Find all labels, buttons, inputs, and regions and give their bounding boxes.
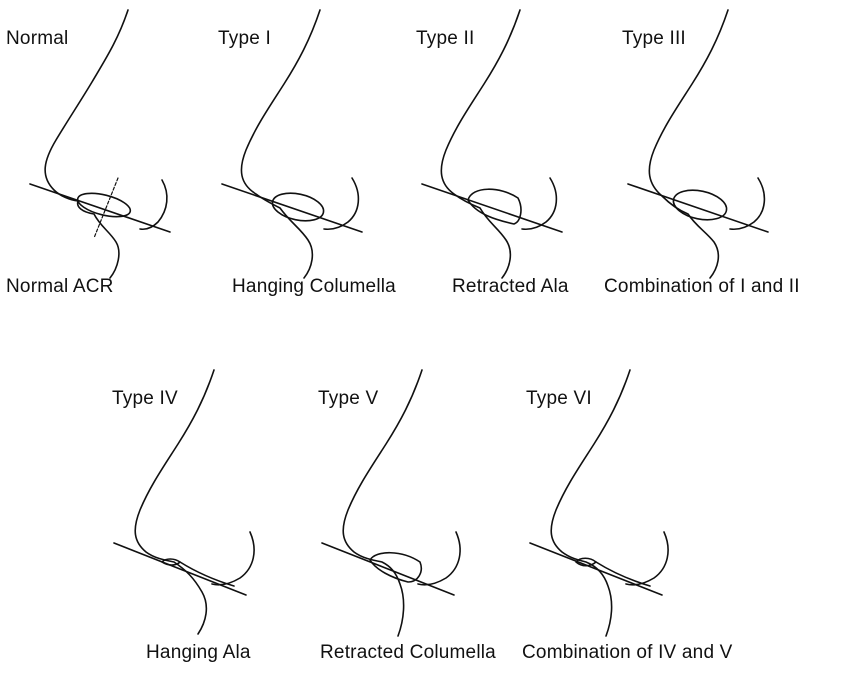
caption-normal: Normal ACR	[6, 276, 114, 298]
panel-type-4: Type IV Hanging Ala	[106, 360, 316, 690]
type-label-type-5: Type V	[318, 388, 378, 410]
caption-type-3: Combination of I and II	[604, 276, 800, 298]
type-label-type-1: Type I	[218, 28, 271, 50]
caption-type-6: Combination of IV and V	[522, 642, 733, 664]
panel-type-2: Type II Retracted Ala	[410, 0, 620, 330]
panel-type-1: Type I Hanging Columella	[212, 0, 422, 330]
type-label-type-4: Type IV	[112, 388, 178, 410]
panel-type-3: Type III Combination of I and II	[616, 0, 826, 330]
caption-type-1: Hanging Columella	[232, 276, 396, 298]
panel-normal: Normal Normal ACR	[0, 0, 210, 330]
caption-type-5: Retracted Columella	[320, 642, 496, 664]
type-label-normal: Normal	[6, 28, 68, 50]
type-label-type-2: Type II	[416, 28, 474, 50]
panel-type-5: Type V Retracted Columella	[312, 360, 522, 690]
type-label-type-6: Type VI	[526, 388, 592, 410]
panel-type-6: Type VI Combination of IV and V	[520, 360, 730, 690]
caption-type-2: Retracted Ala	[452, 276, 569, 298]
caption-type-4: Hanging Ala	[146, 642, 251, 664]
type-label-type-3: Type III	[622, 28, 686, 50]
